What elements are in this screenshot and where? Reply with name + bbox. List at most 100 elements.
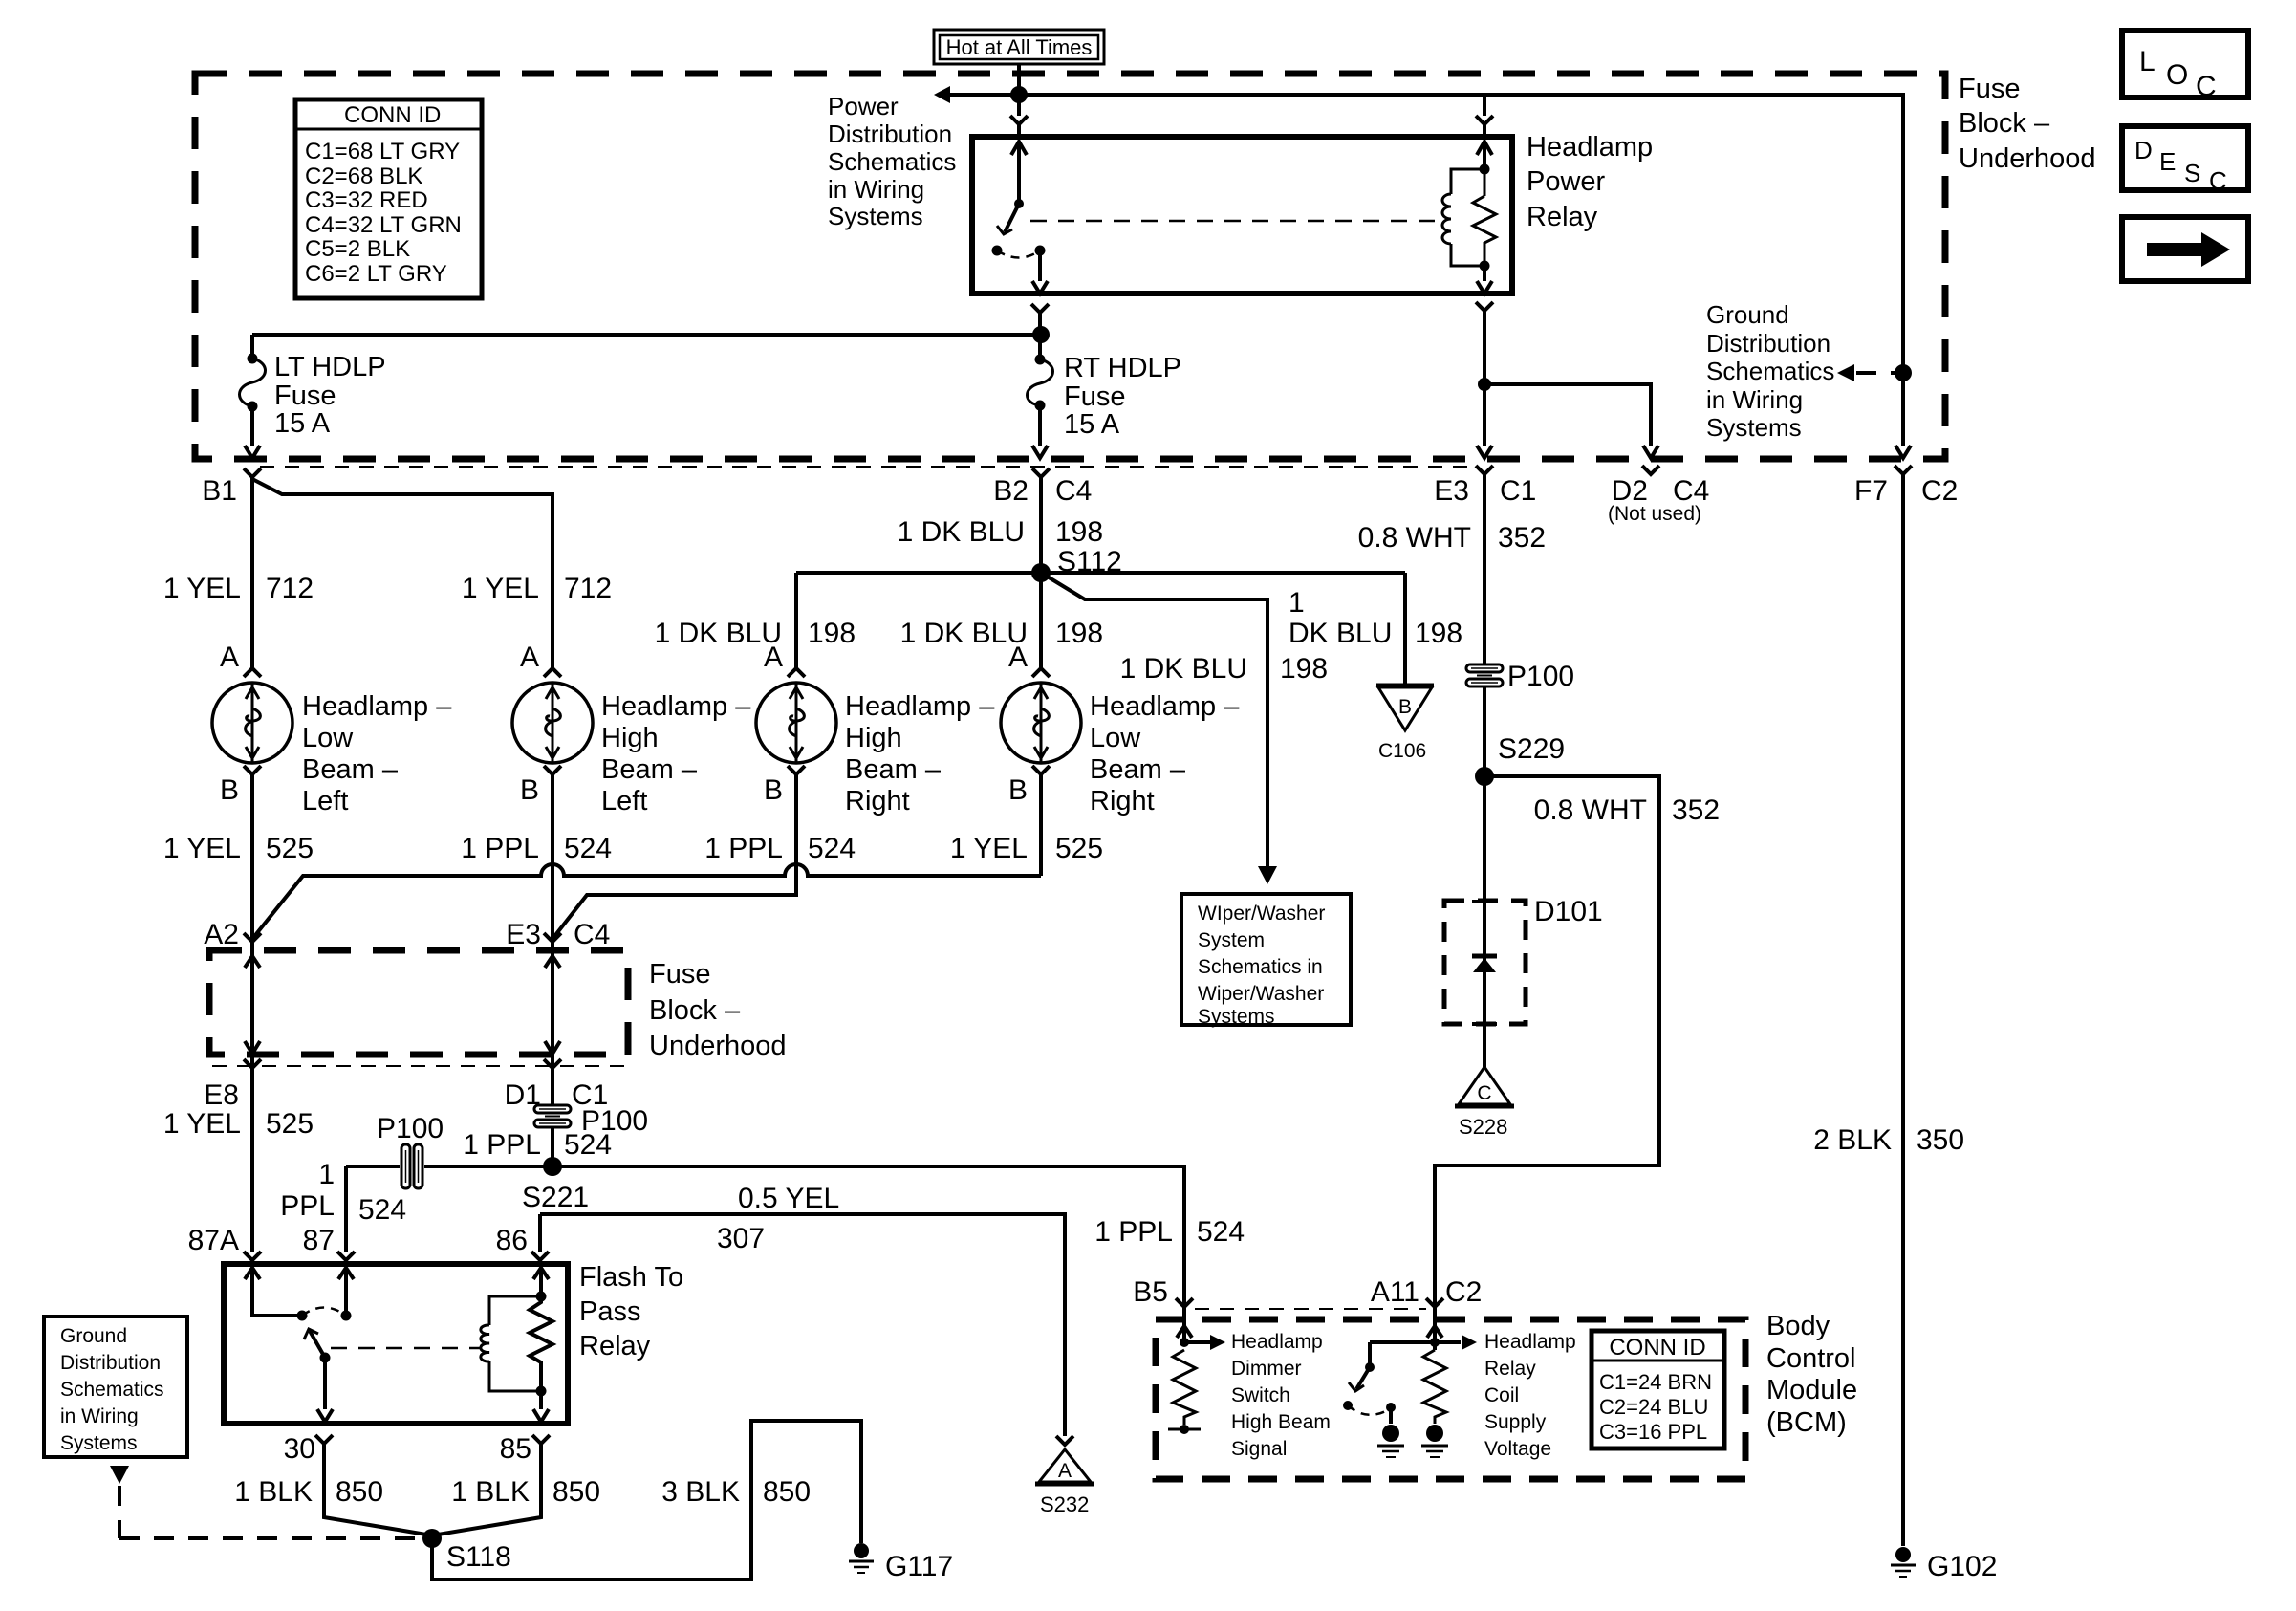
svg-text:B1: B1 (202, 475, 237, 507)
svg-text:F7: F7 (1854, 475, 1888, 507)
svg-text:B2: B2 (993, 475, 1029, 507)
svg-text:Underhood: Underhood (1959, 143, 2096, 174)
svg-text:2 BLK: 2 BLK (1813, 1124, 1892, 1156)
svg-text:Relay: Relay (579, 1331, 651, 1361)
svg-text:352: 352 (1498, 522, 1546, 554)
svg-text:High: High (601, 723, 659, 753)
svg-text:E3: E3 (1434, 475, 1469, 507)
svg-text:Ground: Ground (60, 1325, 127, 1347)
svg-text:Relay: Relay (1527, 202, 1598, 232)
svg-text:524: 524 (564, 1129, 612, 1161)
svg-text:RT HDLP: RT HDLP (1064, 353, 1181, 383)
svg-text:Beam –: Beam – (1090, 754, 1186, 785)
svg-text:Coil: Coil (1484, 1384, 1519, 1406)
svg-text:in Wiring: in Wiring (828, 175, 924, 204)
svg-text:198: 198 (1280, 653, 1328, 685)
svg-text:DK BLU: DK BLU (1289, 618, 1392, 649)
svg-text:C106: C106 (1378, 740, 1426, 762)
svg-text:Low: Low (302, 723, 354, 753)
svg-text:S229: S229 (1498, 733, 1565, 765)
svg-text:Distribution: Distribution (828, 120, 952, 148)
svg-text:C1: C1 (572, 1079, 608, 1111)
svg-text:Signal: Signal (1231, 1438, 1287, 1460)
svg-text:C: C (2196, 71, 2217, 102)
svg-text:A: A (764, 642, 783, 673)
svg-text:Block –: Block – (649, 995, 741, 1026)
svg-text:C4: C4 (1055, 475, 1092, 507)
svg-text:Left: Left (302, 786, 348, 816)
svg-text:Beam –: Beam – (302, 754, 399, 785)
svg-text:1 DK BLU: 1 DK BLU (900, 618, 1028, 649)
svg-text:A: A (520, 642, 539, 673)
svg-text:C3=16 PPL: C3=16 PPL (1599, 1420, 1707, 1444)
svg-text:1 PPL: 1 PPL (1094, 1216, 1173, 1248)
svg-text:C2=24 BLU: C2=24 BLU (1599, 1395, 1708, 1419)
svg-text:198: 198 (1055, 618, 1103, 649)
svg-text:C: C (1477, 1082, 1491, 1104)
svg-text:307: 307 (717, 1223, 765, 1254)
svg-text:1 DK BLU: 1 DK BLU (898, 516, 1025, 548)
svg-text:Relay: Relay (1484, 1358, 1536, 1380)
svg-text:High: High (845, 723, 902, 753)
svg-text:Headlamp –: Headlamp – (601, 691, 751, 722)
svg-text:S112: S112 (1057, 546, 1122, 577)
svg-text:1: 1 (1289, 587, 1305, 619)
svg-text:High Beam: High Beam (1231, 1411, 1331, 1433)
svg-text:D101: D101 (1534, 896, 1603, 927)
svg-text:1 DK BLU: 1 DK BLU (655, 618, 782, 649)
svg-text:Right: Right (845, 786, 910, 816)
svg-text:C: C (2209, 166, 2227, 195)
svg-text:30: 30 (284, 1433, 315, 1465)
svg-text:S: S (2184, 159, 2200, 187)
svg-text:B: B (1398, 696, 1412, 718)
svg-text:D: D (2134, 136, 2153, 164)
svg-text:350: 350 (1917, 1124, 1964, 1156)
svg-text:in Wiring: in Wiring (1706, 385, 1803, 414)
svg-text:352: 352 (1672, 795, 1720, 826)
svg-text:0.5 YEL: 0.5 YEL (738, 1183, 839, 1214)
svg-text:87A: 87A (188, 1225, 239, 1256)
svg-text:Systems: Systems (828, 202, 923, 230)
svg-text:C2: C2 (1445, 1276, 1482, 1308)
svg-text:Beam –: Beam – (601, 754, 698, 785)
svg-text:B: B (220, 774, 239, 806)
svg-text:1 YEL: 1 YEL (163, 573, 241, 604)
svg-text:in Wiring: in Wiring (60, 1405, 139, 1427)
svg-text:P100: P100 (377, 1113, 444, 1144)
svg-text:Power: Power (1527, 166, 1606, 197)
svg-text:Pass: Pass (579, 1296, 640, 1327)
svg-text:1 BLK: 1 BLK (451, 1476, 530, 1508)
svg-text:850: 850 (336, 1476, 383, 1508)
svg-text:3 BLK: 3 BLK (661, 1476, 740, 1508)
svg-text:Schematics: Schematics (1706, 357, 1834, 385)
svg-text:1 YEL: 1 YEL (462, 573, 539, 604)
svg-text:Systems: Systems (1706, 413, 1802, 442)
svg-text:A: A (1058, 1460, 1072, 1482)
svg-text:A: A (1008, 642, 1028, 673)
svg-text:Ground: Ground (1706, 300, 1789, 329)
svg-text:0.8 WHT: 0.8 WHT (1534, 795, 1647, 826)
svg-text:Underhood: Underhood (649, 1031, 787, 1061)
svg-text:Low: Low (1090, 723, 1141, 753)
svg-text:524: 524 (808, 833, 856, 864)
svg-text:C6=2 LT GRY: C6=2 LT GRY (305, 261, 447, 287)
svg-text:Flash To: Flash To (579, 1262, 683, 1293)
svg-text:198: 198 (808, 618, 856, 649)
svg-text:Switch: Switch (1231, 1384, 1290, 1406)
svg-text:Beam –: Beam – (845, 754, 942, 785)
svg-text:Fuse: Fuse (1064, 381, 1125, 412)
svg-text:1 BLK: 1 BLK (234, 1476, 313, 1508)
svg-text:Headlamp: Headlamp (1527, 132, 1653, 163)
svg-text:Left: Left (601, 786, 647, 816)
svg-text:Distribution: Distribution (1706, 329, 1830, 358)
svg-text:L: L (2139, 46, 2155, 77)
svg-text:Fuse: Fuse (1959, 74, 2020, 104)
svg-text:850: 850 (763, 1476, 811, 1508)
svg-text:Headlamp: Headlamp (1231, 1331, 1323, 1353)
svg-text:198: 198 (1055, 516, 1103, 548)
svg-text:E8: E8 (204, 1079, 239, 1111)
svg-text:Schematics: Schematics (828, 147, 956, 176)
svg-text:S118: S118 (446, 1541, 511, 1573)
svg-text:P100: P100 (581, 1105, 648, 1137)
svg-text:S232: S232 (1040, 1492, 1089, 1516)
